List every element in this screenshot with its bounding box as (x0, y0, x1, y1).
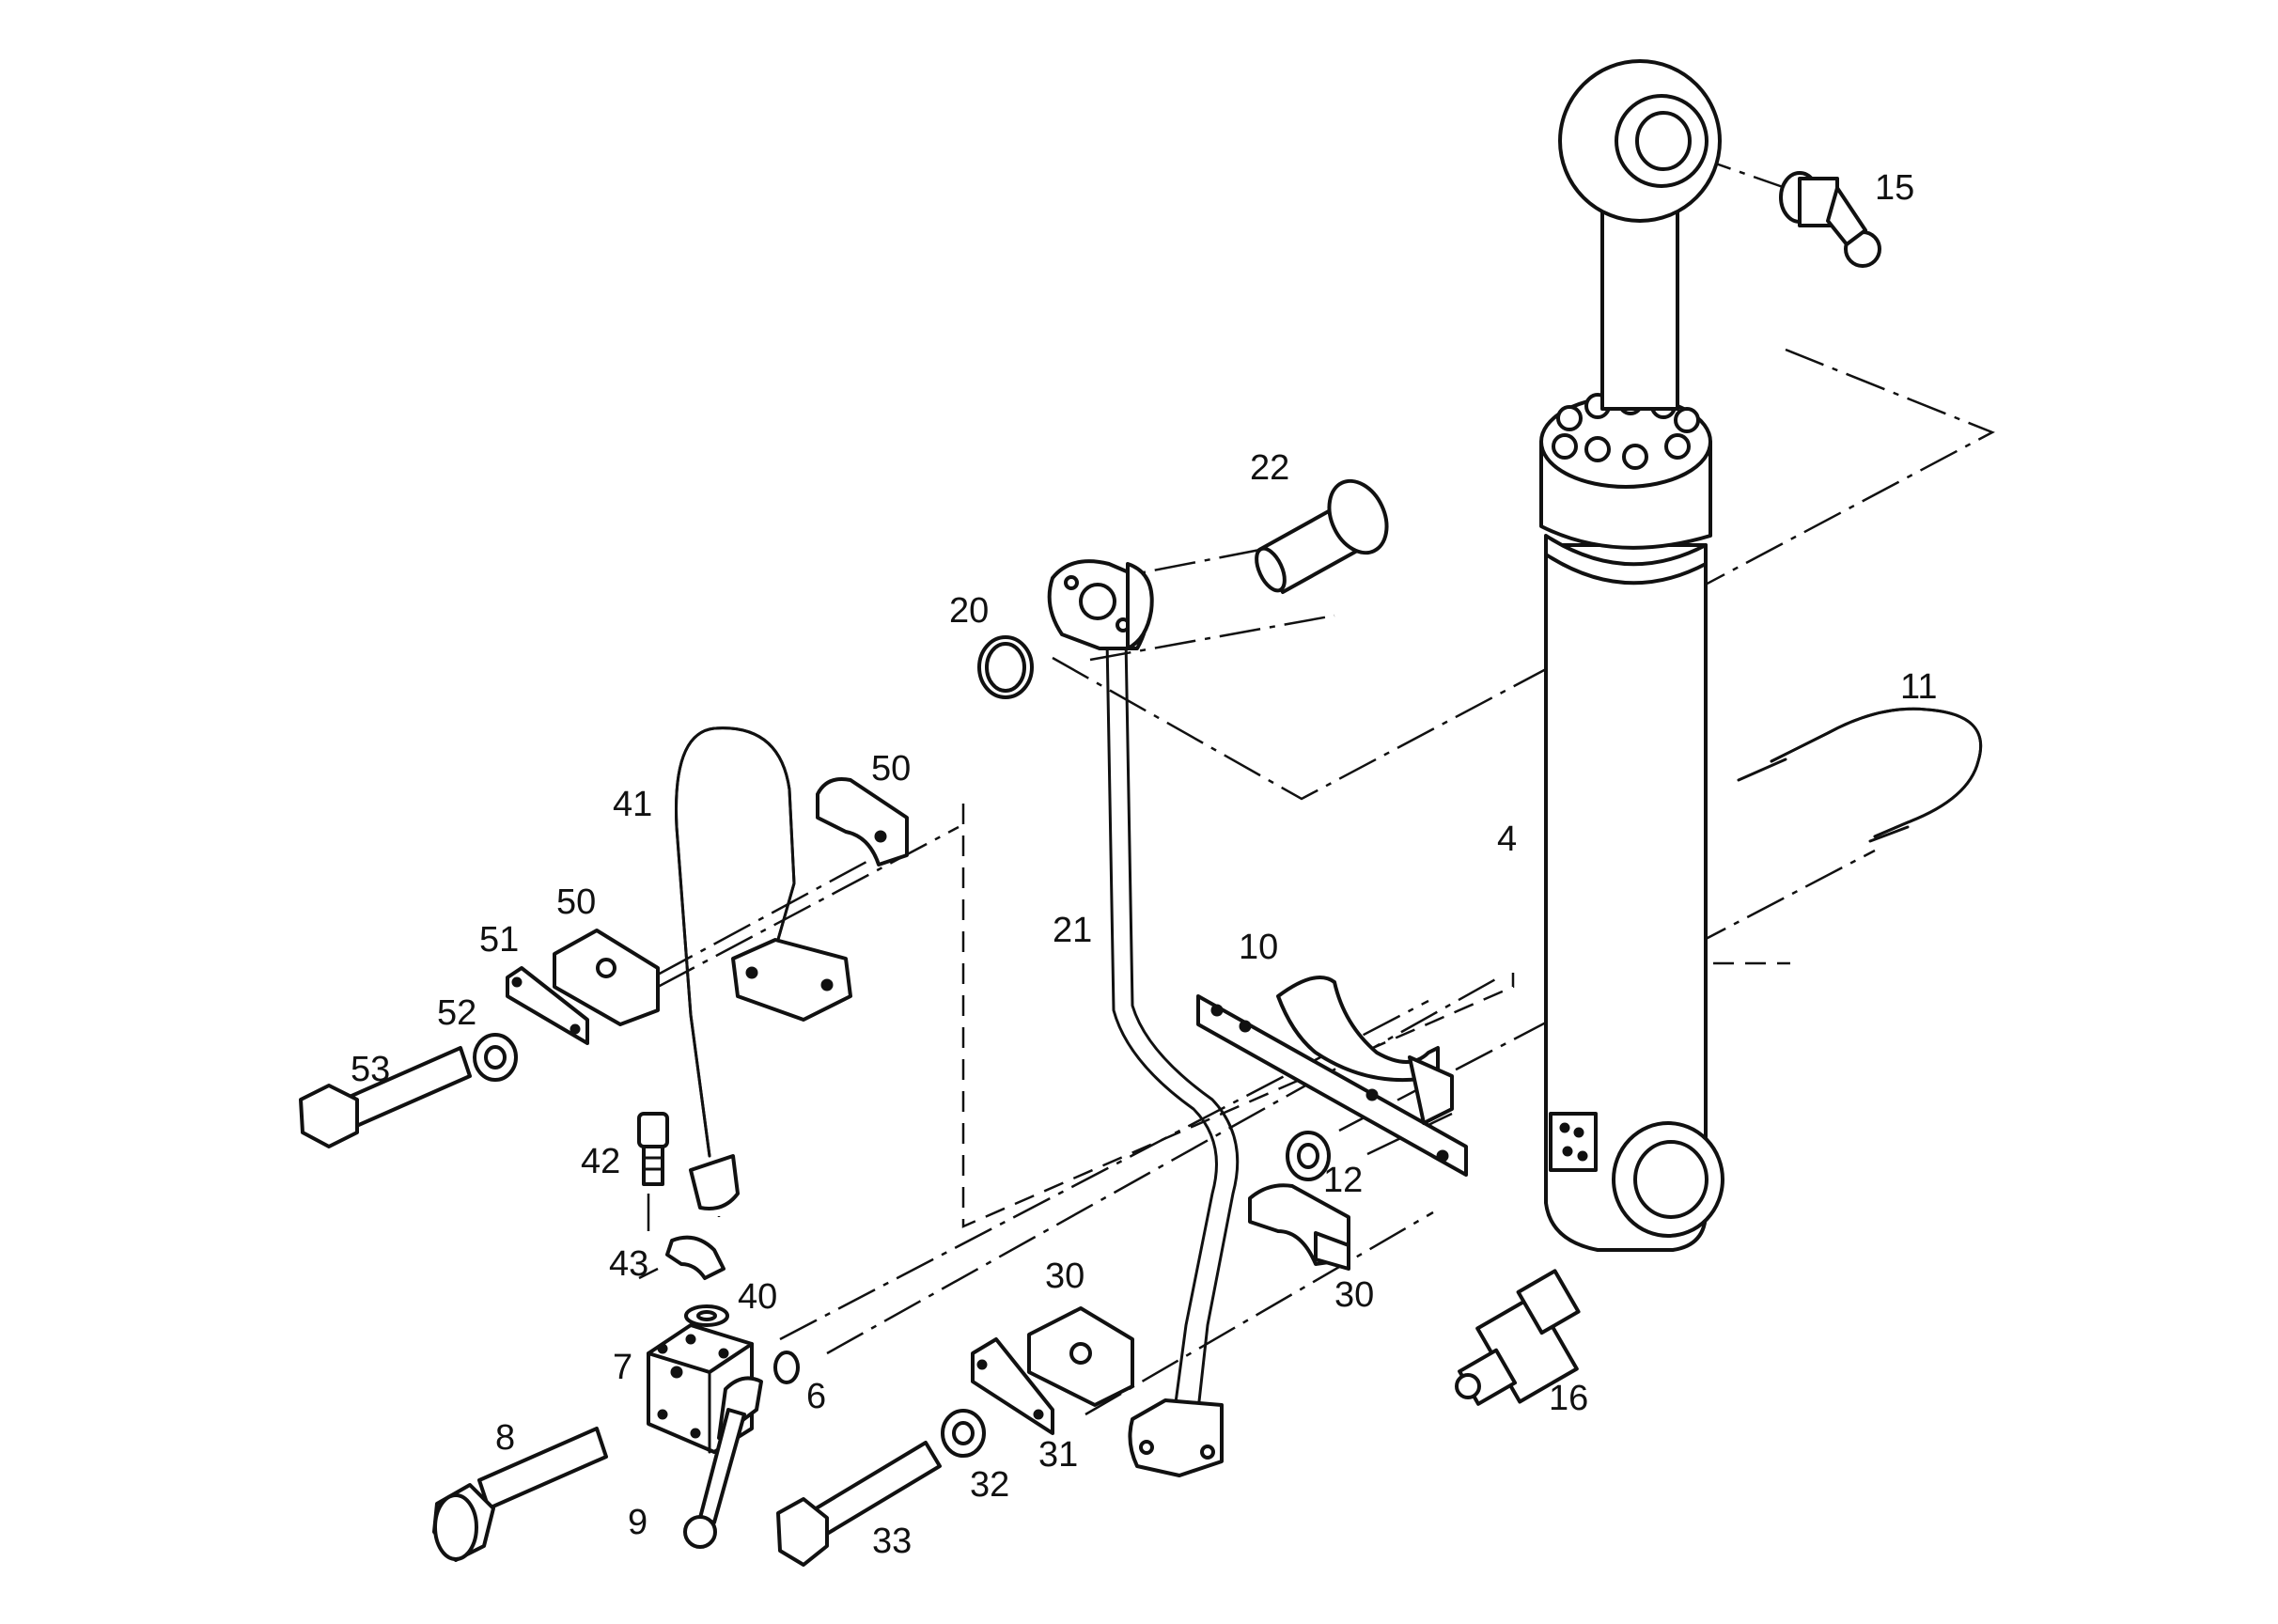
clamp-half-30-right (1248, 1183, 1350, 1271)
clamp-half-50-lower (553, 929, 660, 1026)
u-bolt-11 (1737, 707, 1983, 843)
grease-nipple-top (1779, 171, 1881, 268)
callout-50-lower: 50 (556, 882, 596, 922)
callout-52: 52 (437, 993, 476, 1033)
callout-32: 32 (970, 1465, 1009, 1505)
callout-15: 15 (1875, 168, 1914, 208)
grease-nipple-angle (1455, 1269, 1581, 1406)
callout-30-left: 30 (1045, 1257, 1084, 1296)
lever-9 (683, 1376, 763, 1549)
bolt-33 (776, 1441, 942, 1567)
callout-10: 10 (1239, 928, 1278, 967)
washer-32 (941, 1409, 986, 1458)
callout-31: 31 (1038, 1435, 1078, 1475)
callout-42: 42 (581, 1142, 620, 1181)
callout-53: 53 (351, 1050, 390, 1089)
nut-12 (1286, 1131, 1331, 1181)
clamp-half-50-upper (816, 777, 909, 867)
callout-22: 22 (1250, 448, 1289, 488)
hydraulic-cylinder (1539, 59, 1724, 1252)
callout-8: 8 (495, 1418, 515, 1458)
callout-7: 7 (613, 1348, 632, 1387)
bolt-42 (637, 1112, 669, 1186)
o-ring-6 (773, 1351, 800, 1384)
callout-9: 9 (628, 1503, 648, 1542)
callout-20: 20 (949, 591, 989, 631)
callout-21: 21 (1053, 911, 1092, 950)
callout-labels: 4 6 7 8 9 10 11 12 15 16 20 21 22 30 30 … (351, 168, 1937, 1561)
callout-4: 4 (1497, 820, 1517, 859)
bracket-10 (1196, 976, 1468, 1177)
bolt-53 (299, 1046, 472, 1148)
washer-40 (684, 1304, 729, 1327)
plate-31 (971, 1337, 1054, 1435)
callout-30-right: 30 (1334, 1275, 1374, 1315)
grease-port-block (1549, 1112, 1598, 1172)
pipe-21 (1047, 559, 1240, 1477)
callout-6: 6 (806, 1377, 826, 1416)
callout-11: 11 (1900, 667, 1937, 707)
callout-50-upper: 50 (871, 749, 911, 789)
clamp-half-30-left (1027, 1306, 1134, 1407)
o-ring-20 (977, 635, 1034, 699)
bolt-8 (432, 1427, 608, 1562)
washer-52 (473, 1033, 518, 1082)
plate-51 (506, 966, 589, 1045)
callout-33: 33 (872, 1522, 912, 1561)
callout-16: 16 (1549, 1379, 1588, 1418)
pipe-41 (675, 726, 852, 1210)
callout-12: 12 (1323, 1161, 1363, 1200)
callout-41: 41 (613, 785, 652, 824)
callout-40: 40 (738, 1277, 777, 1317)
bolt-22 (1255, 478, 1389, 594)
callout-51: 51 (479, 920, 519, 960)
clip-43 (665, 1235, 726, 1280)
callout-43: 43 (609, 1244, 648, 1284)
